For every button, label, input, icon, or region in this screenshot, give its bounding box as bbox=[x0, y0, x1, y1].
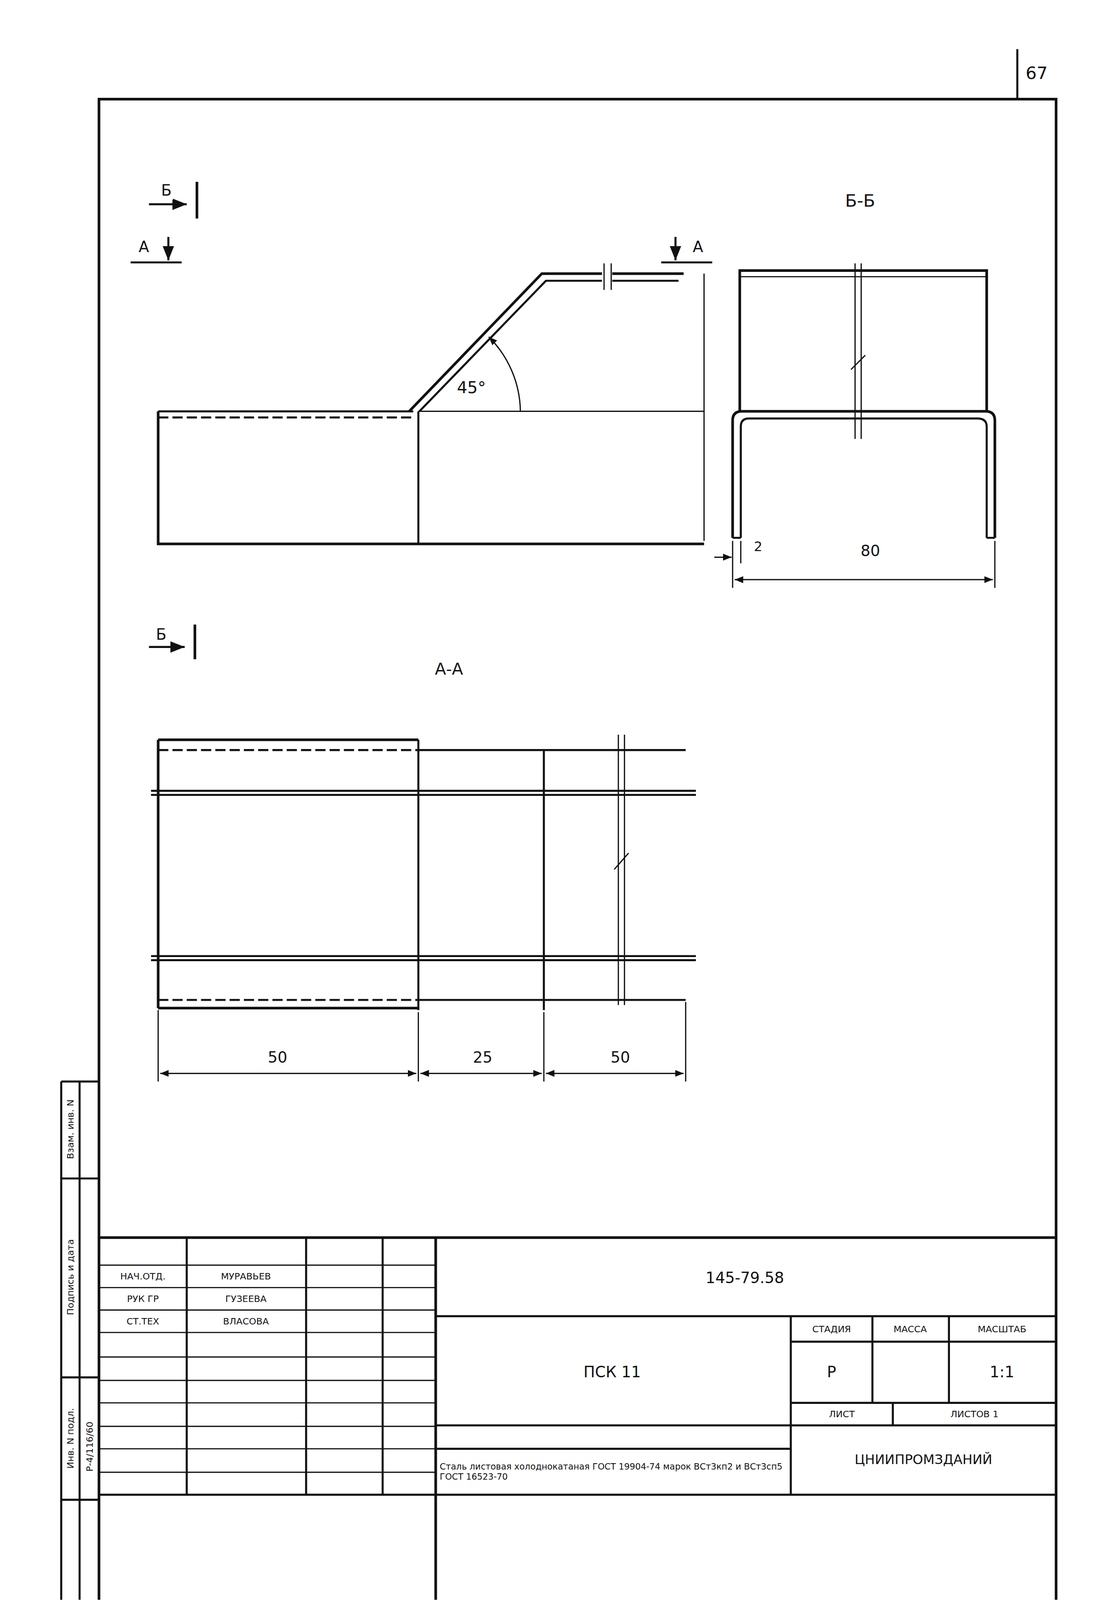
section-aa bbox=[151, 734, 696, 1082]
title-cell: МАСШТАБ bbox=[976, 1324, 1028, 1335]
title-cell: МАССА bbox=[892, 1324, 929, 1335]
page-number: 67 bbox=[1024, 63, 1050, 84]
title-cell: ГУЗЕЕВА bbox=[223, 1293, 268, 1305]
section-mark: А bbox=[137, 237, 151, 256]
main-view bbox=[158, 263, 704, 545]
section-mark: Б bbox=[159, 181, 174, 200]
part-name: ПСК 11 bbox=[582, 1363, 643, 1381]
dimension: 50 bbox=[609, 1049, 632, 1067]
section-bb bbox=[714, 263, 995, 588]
section-title: Б-Б bbox=[843, 191, 877, 211]
title-cell: МУРАВЬЕВ bbox=[219, 1271, 273, 1282]
dimension: 50 bbox=[266, 1049, 289, 1067]
dimension: 2 bbox=[752, 539, 764, 555]
sheet-frame bbox=[98, 99, 1057, 1600]
page-number-box bbox=[1016, 49, 1018, 100]
document-code: 145-79.58 bbox=[704, 1269, 786, 1288]
title-cell: Р bbox=[825, 1363, 838, 1381]
title-cell: НАЧ.ОТД. bbox=[118, 1271, 168, 1282]
title-cell: ЛИСТОВ 1 bbox=[949, 1408, 1001, 1420]
dimension: 80 bbox=[859, 542, 882, 560]
margin-label: Инв. N подл. bbox=[65, 1407, 76, 1471]
organization: ЦНИИПРОМЗДАНИЙ bbox=[853, 1452, 994, 1468]
material-note: Сталь листовая холоднокатаная ГОСТ 19904… bbox=[438, 1462, 788, 1483]
angle-dimension: 45° bbox=[455, 378, 488, 398]
margin-label: Подпись и дата bbox=[65, 1237, 76, 1317]
section-mark: А bbox=[691, 237, 705, 256]
title-cell: 1:1 bbox=[988, 1363, 1017, 1381]
title-cell: ВЛАСОВА bbox=[221, 1316, 271, 1327]
archive-number: Р-4/116/60 bbox=[84, 1420, 96, 1474]
title-cell: СТ.ТЕХ bbox=[124, 1316, 161, 1327]
dimension: 25 bbox=[471, 1049, 494, 1067]
margin-label: Взам. инв. N bbox=[65, 1098, 76, 1161]
section-markers bbox=[130, 181, 713, 660]
section-title: А-А bbox=[433, 660, 465, 679]
section-mark: Б bbox=[154, 625, 169, 644]
title-block bbox=[61, 1081, 1057, 1600]
title-cell: РУК ГР bbox=[125, 1293, 160, 1305]
title-cell: ЛИСТ bbox=[827, 1408, 856, 1420]
title-cell: СТАДИЯ bbox=[810, 1324, 853, 1335]
